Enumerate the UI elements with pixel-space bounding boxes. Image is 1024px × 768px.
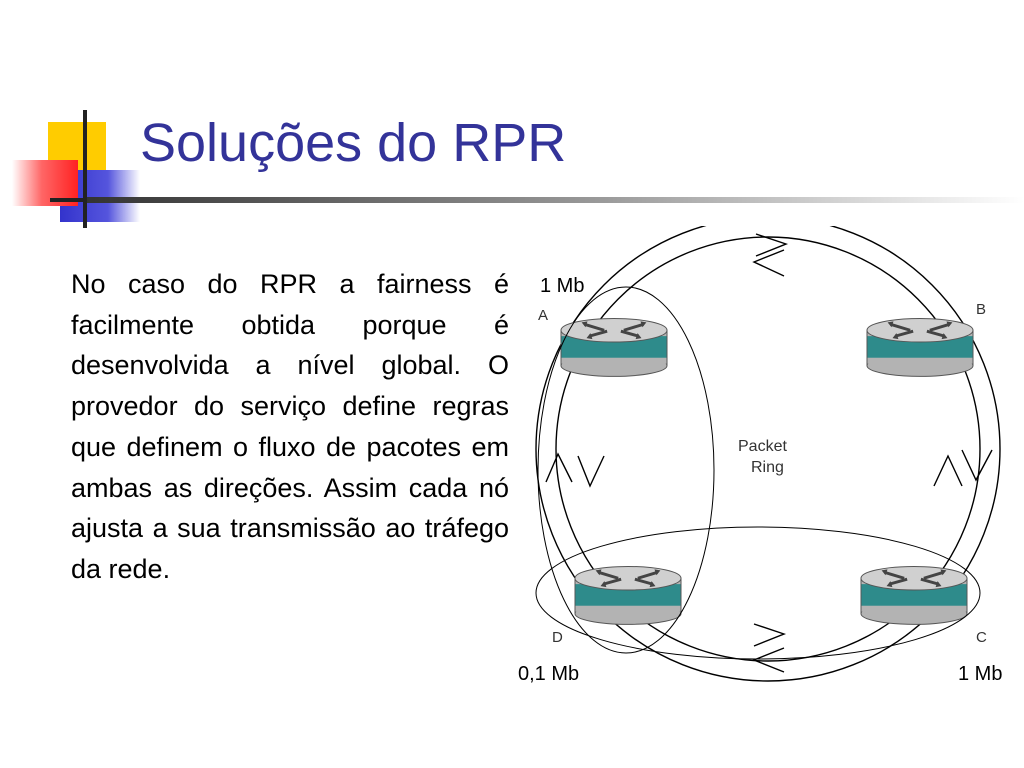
arrow-bottom-outer [752, 647, 785, 673]
logo-vertical-bar [83, 110, 87, 228]
ring-label-line2: Ring [751, 459, 784, 476]
router-c [860, 564, 968, 626]
highlight-ellipse-vertical [537, 286, 715, 654]
slide-title: Soluções do RPR [140, 113, 567, 173]
ring-outer [535, 226, 1001, 682]
arrow-top-inner [752, 249, 785, 277]
router-a [560, 316, 668, 378]
arrow-left-inner [577, 455, 605, 488]
router-d [574, 564, 682, 626]
rate-label-bottom-left: 0,1 Mb [518, 663, 579, 685]
highlight-ellipse-horizontal [535, 526, 981, 660]
ring-arrows [545, 233, 993, 673]
node-label-a: A [538, 307, 548, 324]
packet-ring-diagram: A B C D Packet Ring 1 Mb 0,1 Mb 1 Mb [518, 226, 1002, 685]
node-label-b: B [976, 301, 986, 318]
ring-label-line1: Packet [738, 438, 787, 455]
rate-label-top-left: 1 Mb [540, 275, 584, 297]
router-b [866, 316, 974, 378]
arrow-bottom-inner [753, 623, 787, 647]
body-paragraph: No caso do RPR a fairness é facilmente o… [71, 269, 509, 584]
arrow-left-outer [545, 452, 573, 483]
logo-blue-square [60, 170, 140, 222]
arrow-right-inner [933, 454, 963, 487]
node-label-d: D [552, 629, 563, 646]
node-label-c: C [976, 629, 987, 646]
arrow-right-outer [961, 449, 993, 482]
logo-horizontal-bar [50, 198, 140, 202]
arrow-top-outer [755, 233, 789, 257]
title-rule [87, 197, 1024, 203]
rate-label-bottom-right: 1 Mb [958, 663, 1002, 685]
logo-red-square [12, 160, 78, 206]
logo-yellow-square [48, 122, 106, 180]
ring-inner [555, 236, 981, 662]
